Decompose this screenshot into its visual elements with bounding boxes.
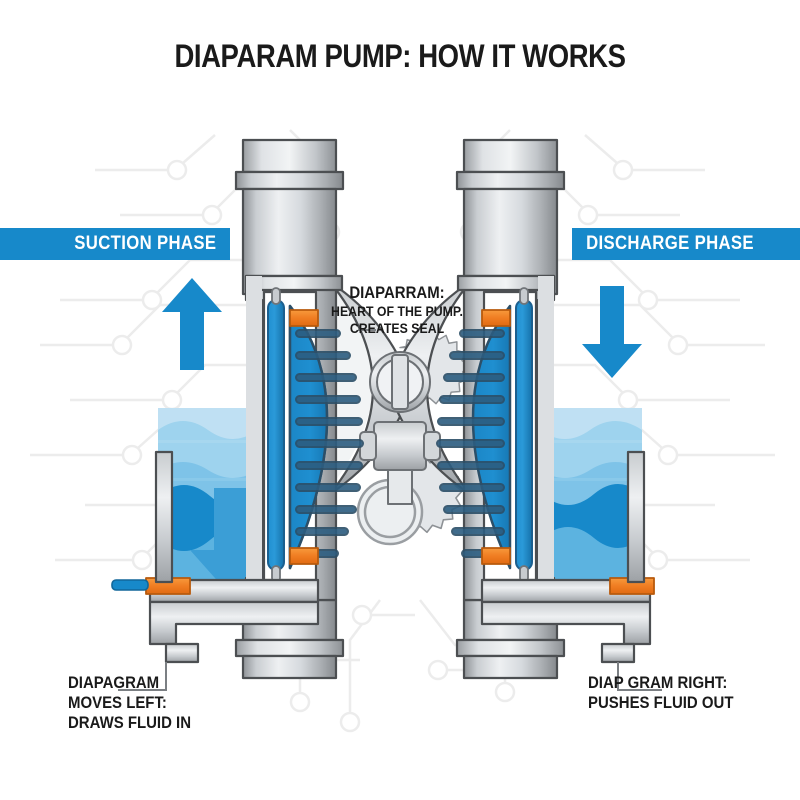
bottom-right-line2: PUSHES FLUID OUT [588, 693, 734, 713]
bottom-left-line3: DRAWS FLUID IN [68, 713, 192, 733]
bottom-left-caption: DIAPAGRAM MOVES LEFT: DRAWS FLUID IN [68, 673, 208, 733]
leader-lines [118, 329, 662, 691]
discharge-phase-banner: DISCHARGE PHASE [572, 228, 800, 260]
center-label-line2: HEART OF THE PUMP. [331, 303, 463, 320]
discharge-phase-label: DISCHARGE PHASE [586, 233, 754, 254]
diaphragm-center-label: DIAPARRAM: HEART OF THE PUMP. CREATES SE… [322, 283, 472, 336]
center-label-line1: DIAPARRAM: [349, 283, 445, 302]
bottom-left-line1: DIAPAGRAM [68, 673, 160, 692]
suction-phase-banner: SUCTION PHASE [0, 228, 230, 260]
side-arrows [162, 278, 642, 378]
bottom-right-line1: DIAP GRAM RIGHT: [588, 673, 728, 692]
bottom-right-caption: DIAP GRAM RIGHT: PUSHES FLUID OUT [588, 673, 753, 713]
center-label-line3: CREATES SEAL [349, 319, 445, 336]
page-title: DIAPARAM PUMP: HOW IT WORKS [174, 38, 626, 74]
bottom-left-line2: MOVES LEFT: [68, 693, 167, 713]
suction-phase-label: SUCTION PHASE [73, 233, 216, 254]
